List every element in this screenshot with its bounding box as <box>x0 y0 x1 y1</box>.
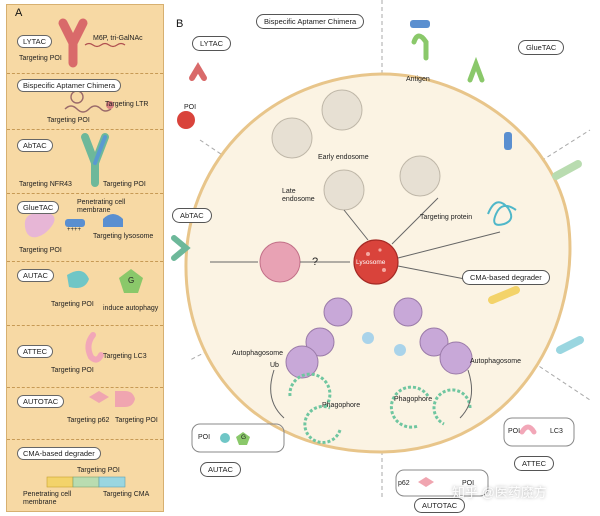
section-divider <box>7 129 163 130</box>
label-targeting-p62: Targeting p62 <box>67 417 110 424</box>
label-early-endosome: Early endosome <box>318 154 369 161</box>
section-divider <box>7 439 163 440</box>
panel-b-letter: B <box>176 18 184 30</box>
label-lc3: LC3 <box>550 428 563 435</box>
abtac-endosome <box>259 241 301 283</box>
pill-gluetac: GlueTAC <box>17 201 60 214</box>
panel-a: A <box>6 4 164 512</box>
section-divider <box>7 387 163 388</box>
label-targeting-poi: Targeting POI <box>51 367 94 374</box>
section-divider <box>7 261 163 262</box>
label-induce-autophagy: induce autophagy <box>103 305 159 312</box>
pill-bispecific: Bispecific Aptamer Chimera <box>17 79 122 92</box>
panel-a-letter: A <box>15 7 23 19</box>
pill-autac: AUTAC <box>200 462 241 477</box>
panel-b: B LYTAC Bispecific Aptamer Chimera GlueT… <box>170 0 600 516</box>
watermark: 知乎 @医药魔方 <box>452 485 547 500</box>
label-targeting-poi: Targeting POI <box>19 247 62 254</box>
label-lysosome: Lysosome <box>356 259 386 266</box>
gluetac-molecules <box>410 20 512 150</box>
label-ub: Ub <box>270 362 279 369</box>
autophagosomes <box>285 297 473 379</box>
label-targeting-nfr43: Targeting NFR43 <box>19 181 72 188</box>
label-poi-autotac: POI <box>462 480 475 487</box>
pill-autotac: AUTOTAC <box>17 395 65 408</box>
label-phagophore-right: Phagophore <box>394 396 433 403</box>
label-targeting-poi: Targeting POI <box>51 301 94 308</box>
cma-degrader-icon <box>46 476 126 488</box>
label-autophagosome-left: Autophagosome <box>232 350 283 357</box>
label-poi-autac: POI <box>198 434 211 441</box>
pill-abtac: AbTAC <box>172 208 212 223</box>
label-late-endosome: Late endosome <box>282 188 315 203</box>
label-p62: p62 <box>398 480 410 487</box>
label-g: G <box>241 434 247 441</box>
label-targeting-lysosome: Targeting lysosome <box>93 233 154 240</box>
pill-cma-degrader: CMA-based degrader <box>462 270 550 285</box>
cma-peptides <box>488 160 584 354</box>
label-targeting-protein: Targeting protein <box>420 214 473 221</box>
label-g: G <box>128 276 135 285</box>
pill-lytac: LYTAC <box>192 36 232 51</box>
pill-autotac: AUTOTAC <box>414 498 466 513</box>
autac-icon <box>67 269 143 293</box>
label-plus: ++++ <box>67 227 82 233</box>
label-targeting-ltr: Targeting LTR <box>105 101 149 108</box>
pill-attec: ATTEC <box>17 345 54 358</box>
section-divider <box>7 193 163 194</box>
section-divider <box>7 325 163 326</box>
autotac-icon <box>89 391 135 407</box>
aptamer-chimera-icon <box>64 90 114 113</box>
pill-autac: AUTAC <box>17 269 54 282</box>
bottom-molecules <box>220 424 537 487</box>
attec-icon <box>85 332 104 363</box>
pill-lytac: LYTAC <box>17 35 53 48</box>
bottom-boxes <box>191 417 575 497</box>
pill-gluetac: GlueTAC <box>518 40 565 55</box>
label-autophagosome-right: Autophagosome <box>470 358 521 365</box>
panel-a-drawings <box>24 18 143 488</box>
pill-bispecific: Bispecific Aptamer Chimera <box>256 14 365 29</box>
label-question: ? <box>312 256 319 268</box>
panel-b-drawing <box>171 0 591 500</box>
phagophores <box>288 372 472 444</box>
label-targeting-poi: Targeting POI <box>47 117 90 124</box>
label-penetrating: Penetrating cell membrane <box>23 491 72 506</box>
lytac-antibody-icon <box>58 18 126 68</box>
label-targeting-poi: Targeting POI <box>19 55 62 62</box>
pill-cma-degrader: CMA-based degrader <box>17 447 101 460</box>
section-divider <box>7 73 163 74</box>
label-targeting-poi: Targeting POI <box>77 467 120 474</box>
lysosome <box>353 239 399 285</box>
pill-attec: ATTEC <box>514 456 555 471</box>
label-targeting-poi: Targeting POI <box>115 417 158 424</box>
label-phagophore-left: Phagophore <box>322 402 361 409</box>
targeting-protein-coil <box>487 201 517 226</box>
label-m6p: M6P, tri-GalNAc <box>93 35 143 42</box>
arrows <box>210 197 501 419</box>
abtac-antibody-outside <box>171 235 191 261</box>
label-poi: POI <box>184 104 197 111</box>
label-antigen: Antigen <box>406 76 430 83</box>
label-targeting-cma: Targeting CMA <box>103 491 150 498</box>
gluetac-icon <box>24 213 123 238</box>
label-targeting-lc3: Targeting LC3 <box>103 353 147 360</box>
abtac-antibody-icon <box>81 133 109 187</box>
label-poi-attec: POI <box>508 428 521 435</box>
label-targeting-poi: Targeting POI <box>103 181 146 188</box>
lytac-molecules <box>177 62 207 129</box>
label-penetrating: Penetrating cell membrane <box>77 199 126 214</box>
pill-abtac: AbTAC <box>17 139 53 152</box>
